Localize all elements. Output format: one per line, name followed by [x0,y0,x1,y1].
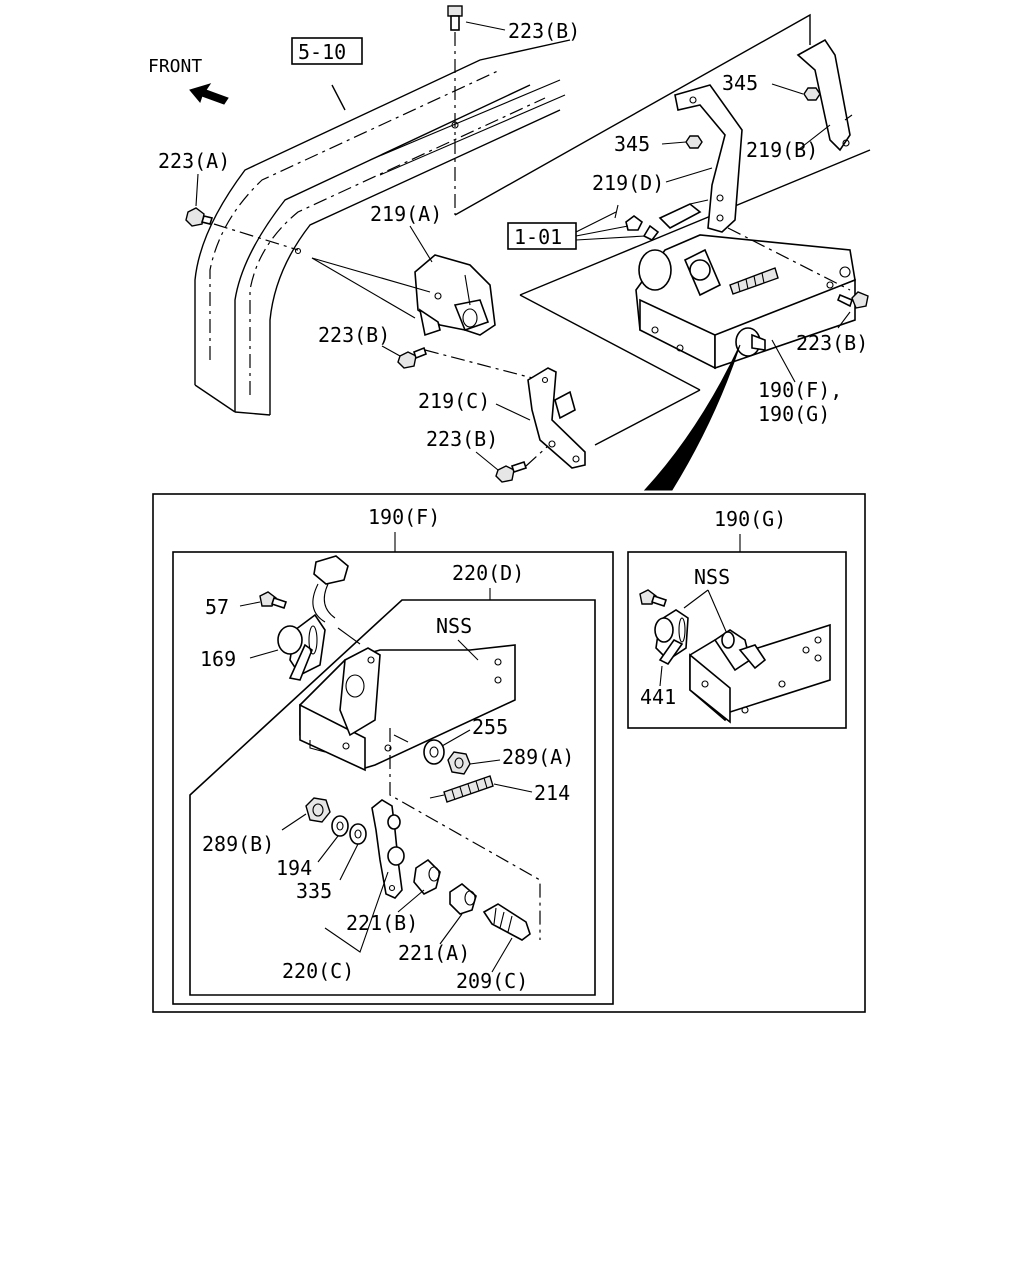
front-arrow-icon [189,83,229,105]
bushing-221b [413,858,441,895]
front-label: FRONT [148,56,202,77]
bracket-219c [527,367,586,469]
detail-f-frame [172,551,614,1005]
part-209c: 209(C) [456,969,528,993]
part-169: 169 [200,647,236,671]
ref-1-01: 1-01 [514,225,562,249]
part-57: 57 [205,595,229,619]
detail-f-subtitle: 220(D) [452,561,524,585]
bolt-detail-g [639,589,668,608]
callout-219b: 219(B) [746,138,818,162]
washer-255 [423,739,445,765]
top-bolt [447,5,463,215]
callout-190fg-line1: 190(F), [758,378,842,402]
switch-441 [654,609,689,666]
detail-f-title: 190(F) [368,505,440,529]
part-221a: 221(A) [398,941,470,965]
callout-190fg-line2: 190(G) [758,402,830,426]
callout-223b-top: 223(B) [508,19,580,43]
nut-345-lower [685,135,703,149]
part-220c: 220(C) [282,959,354,983]
washer-335 [349,823,367,845]
callout-219d: 219(D) [592,171,664,195]
ref-box-5-10 [291,37,363,65]
switch-169 [277,555,361,681]
callout-223b-right: 223(B) [796,331,868,355]
part-255: 255 [472,715,508,739]
callout-345-a: 345 [722,71,758,95]
part-441: 441 [640,685,676,709]
detail-g-frame [627,551,847,729]
bolt-223b-right [836,291,869,309]
callout-223a: 223(A) [158,149,230,173]
part-214: 214 [534,781,570,805]
callout-345-b: 345 [614,132,650,156]
ref-5-10: 5-10 [298,40,346,64]
nut-289a [447,751,471,775]
detail-frame [152,493,866,1013]
lever-arm-220c [371,799,405,899]
nut-345-upper [803,87,821,101]
part-221b: 221(B) [346,911,418,935]
washer-194 [331,815,349,837]
bolt-223b-left [397,346,427,369]
part-194: 194 [276,856,312,880]
callout-219a: 219(A) [370,202,442,226]
nut-289b [305,797,331,823]
bolt-57 [259,591,288,610]
cable-end [614,199,709,242]
callout-219c: 219(C) [418,389,490,413]
callout-223b-left: 223(B) [318,323,390,347]
detail-g-nss: NSS [694,565,730,589]
detail-f-nss: NSS [436,614,472,638]
mount-219a [414,254,496,337]
pivot-bolt-209c [482,903,531,941]
part-289a: 289(A) [502,745,574,769]
spring-214 [429,775,494,803]
detail-220d-frame [189,599,596,996]
bolt-223a [185,207,214,227]
cab-frame [194,39,571,416]
bolt-223b-bottom [495,460,528,483]
callout-223b-bottom: 223(B) [426,427,498,451]
part-289b: 289(B) [202,832,274,856]
bracket-219b [796,38,853,152]
detail-pointer [643,344,741,491]
lever-bracket [299,644,516,772]
bracket-detail-g [689,623,831,724]
bracket-219d [674,84,743,233]
part-335: 335 [296,879,332,903]
lever-assembly [635,234,856,370]
bushing-221a [449,882,477,915]
detail-g-title: 190(G) [714,507,786,531]
